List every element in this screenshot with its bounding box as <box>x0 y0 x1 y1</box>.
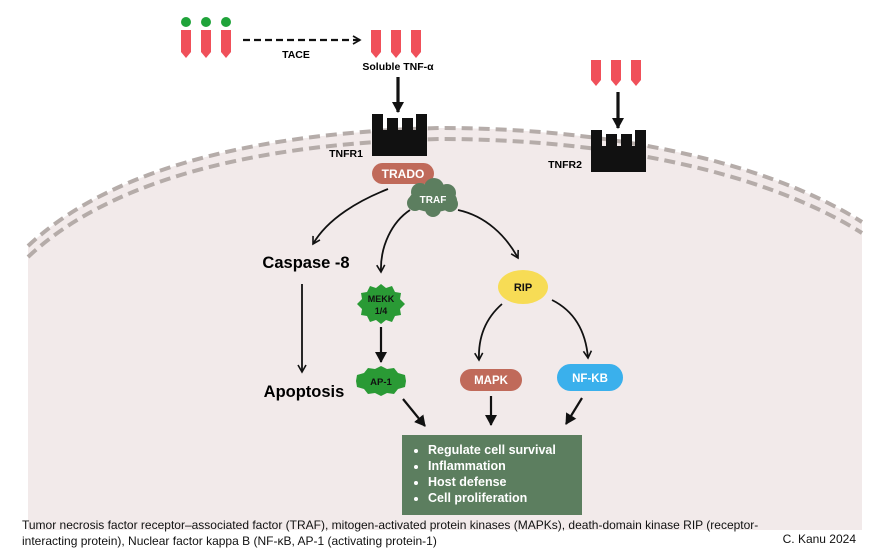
ap1-node <box>356 366 406 396</box>
cell-membrane <box>26 125 864 248</box>
mapk-node <box>460 369 522 391</box>
rip-label: RIP <box>514 282 532 294</box>
apoptosis-label: Apoptosis <box>264 383 345 401</box>
traf-to-mekk-arrow <box>376 209 411 274</box>
soluble-tnf-icon <box>371 30 421 58</box>
trado-label: TRADO <box>382 167 425 181</box>
mekk-label-line1: MEKK <box>368 294 395 304</box>
traf-to-rip-arrow <box>457 209 519 260</box>
outcome-item: Cell proliferation <box>428 490 576 506</box>
soluble-tnf-label: Soluble TNF-α <box>362 61 434 73</box>
ap1-label: AP-1 <box>370 377 392 388</box>
trado-node <box>372 163 434 184</box>
figure-credit: C. Kanu 2024 <box>782 532 856 546</box>
trado-to-caspase-arrow <box>312 188 389 246</box>
mekk-label-line2: 1/4 <box>375 306 388 316</box>
tnfr2-ligand-icon <box>591 60 641 86</box>
outcome-item: Host defense <box>428 474 576 490</box>
cell-interior <box>28 128 862 530</box>
membrane-bound-tnf-icon <box>181 17 231 58</box>
nfkb-to-outcomes-arrow <box>565 397 583 425</box>
rip-node <box>498 270 548 304</box>
mapk-label: MAPK <box>474 375 509 387</box>
cell-membrane-inner <box>26 136 864 259</box>
mekk-node <box>357 284 405 324</box>
nfkb-node <box>557 364 623 391</box>
outcomes-box: Regulate cell survival Inflammation Host… <box>402 435 582 515</box>
rip-to-mapk-arrow <box>474 303 503 362</box>
traf-label: TRAF <box>420 195 447 206</box>
tace-label: TACE <box>282 49 310 61</box>
ap1-to-outcomes-arrow <box>402 398 426 427</box>
traf-node <box>407 178 458 217</box>
rip-to-nfkb-arrow <box>551 299 593 360</box>
nfkb-label: NF-KB <box>572 373 608 385</box>
outcome-item: Regulate cell survival <box>428 442 576 458</box>
figure-caption: Tumor necrosis factor receptor–associate… <box>22 518 759 548</box>
outcome-item: Inflammation <box>428 458 576 474</box>
caspase8-label: Caspase -8 <box>262 254 349 272</box>
tnfr1-label: TNFR1 <box>329 148 363 160</box>
tnfr2-receptor-icon <box>591 130 646 172</box>
tnfr1-receptor-icon <box>372 114 427 156</box>
outcomes-list: Regulate cell survival Inflammation Host… <box>410 442 576 506</box>
tnfr2-label: TNFR2 <box>548 159 582 171</box>
